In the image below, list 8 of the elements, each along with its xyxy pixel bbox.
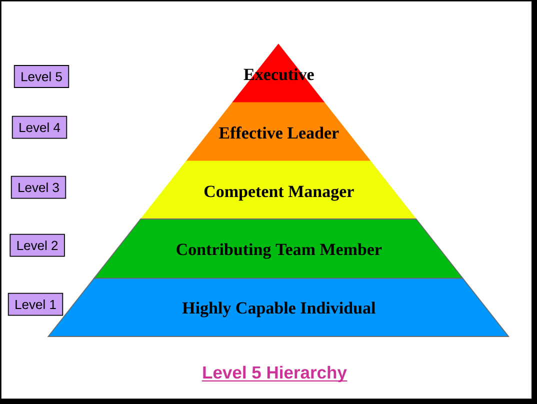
level-tag: Level 4 — [12, 116, 68, 139]
level-tag: Level 2 — [10, 234, 65, 257]
level-tag: Level 1 — [8, 292, 64, 316]
caption: Level 5 Hierarchy — [202, 366, 348, 382]
level-tag: Level 5 — [14, 65, 70, 88]
pyramid-tier: Competent Manager — [140, 160, 416, 220]
level-tag: Level 3 — [10, 176, 66, 199]
pyramid-tier: Effective Leader — [186, 102, 371, 162]
